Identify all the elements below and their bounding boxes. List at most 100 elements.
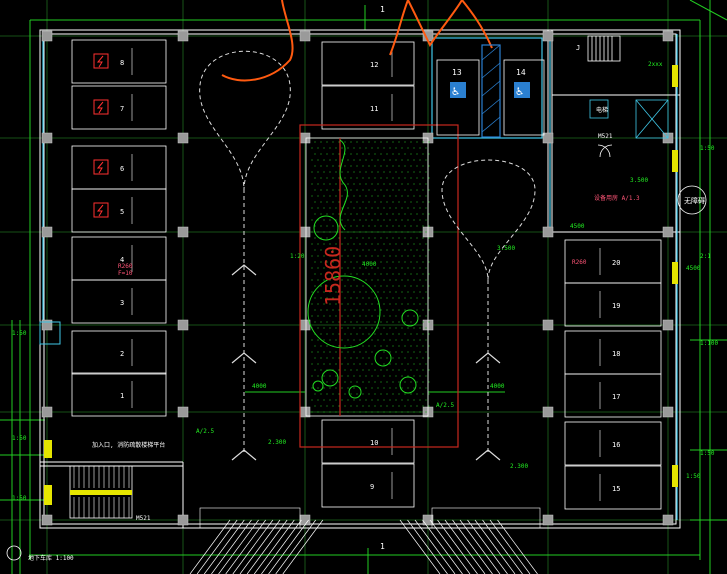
planting-dot <box>377 219 379 221</box>
planting-dot <box>335 195 337 197</box>
planting-dot <box>371 363 373 365</box>
planting-dot <box>317 255 319 257</box>
right-edge-label: 1:100 <box>700 340 718 347</box>
planting-dot <box>311 363 313 365</box>
dim-label: 2.300 <box>510 463 528 470</box>
planting-dot <box>374 381 376 383</box>
planting-dot <box>410 285 412 287</box>
planting-dot <box>344 321 346 323</box>
planting-dot <box>428 357 430 359</box>
planting-dot <box>353 147 355 149</box>
planting-dot <box>368 333 370 335</box>
planting-dot <box>344 357 346 359</box>
planting-dot <box>413 267 415 269</box>
planting-dot <box>338 237 340 239</box>
planting-dot <box>320 309 322 311</box>
planting-dot <box>323 399 325 401</box>
planting-dot <box>419 243 421 245</box>
parking-space-number: 16 <box>612 441 620 449</box>
planting-dot <box>386 177 388 179</box>
planting-dot <box>410 273 412 275</box>
planting-dot <box>332 141 334 143</box>
planting-dot <box>395 255 397 257</box>
planting-dot <box>416 261 418 263</box>
planting-dot <box>359 303 361 305</box>
planting-dot <box>329 159 331 161</box>
column <box>662 319 674 331</box>
planting-dot <box>377 267 379 269</box>
planting-dot <box>428 333 430 335</box>
planting-dot <box>356 381 358 383</box>
ramp-hatch <box>261 519 302 574</box>
planting-dot <box>392 357 394 359</box>
planting-dot <box>323 159 325 161</box>
planting-dot <box>383 351 385 353</box>
stair-note: 加入口, 消防疏散楼梯平台 <box>92 441 165 449</box>
planting-dot <box>353 207 355 209</box>
planting-dot <box>416 141 418 143</box>
planting-dot <box>401 159 403 161</box>
planting-dot <box>362 225 364 227</box>
ramp-hatch <box>422 519 463 574</box>
ramp-hatch <box>218 519 259 574</box>
planting-dot <box>353 279 355 281</box>
planting-dot <box>395 231 397 233</box>
ramp-hatch <box>196 519 238 574</box>
planting-dot <box>359 231 361 233</box>
parking-note-2: F=10 <box>118 270 133 277</box>
planting-dot <box>419 231 421 233</box>
planting-dot <box>377 255 379 257</box>
dim-label: 4000 <box>362 261 377 268</box>
planting-dot <box>356 189 358 191</box>
planting-dot <box>311 339 313 341</box>
planting-dot <box>320 249 322 251</box>
planting-dot <box>368 165 370 167</box>
planting-dot <box>362 321 364 323</box>
planting-dot <box>341 147 343 149</box>
planting-dot <box>347 291 349 293</box>
planting-dot <box>419 255 421 257</box>
planting-dot <box>422 189 424 191</box>
planting-dot <box>362 297 364 299</box>
planting-dot <box>401 231 403 233</box>
planting-dot <box>425 231 427 233</box>
planting-dot <box>371 243 373 245</box>
planting-dot <box>323 291 325 293</box>
planting-dot <box>347 411 349 413</box>
planting-dot <box>347 171 349 173</box>
planting-dot <box>413 363 415 365</box>
planting-dot <box>350 153 352 155</box>
planting-dot <box>407 279 409 281</box>
planting-dot <box>347 255 349 257</box>
planting-dot <box>368 201 370 203</box>
planting-dot <box>323 303 325 305</box>
planting-dot <box>398 177 400 179</box>
planting-dot <box>407 387 409 389</box>
planting-dot <box>425 291 427 293</box>
planting-dot <box>311 159 313 161</box>
planting-dot <box>398 369 400 371</box>
column <box>41 319 53 331</box>
planting-dot <box>329 279 331 281</box>
planting-dot <box>368 405 370 407</box>
planting-dot <box>353 267 355 269</box>
planting-dot <box>341 411 343 413</box>
planting-dot <box>374 297 376 299</box>
planting-dot <box>350 273 352 275</box>
planting-dot <box>344 225 346 227</box>
planting-dot <box>416 333 418 335</box>
planting-dot <box>347 327 349 329</box>
planting-dot <box>359 375 361 377</box>
parking-space-number: 17 <box>612 393 620 401</box>
column <box>662 406 674 418</box>
planting-dot <box>356 177 358 179</box>
planting-dot <box>353 219 355 221</box>
planting-dot <box>323 147 325 149</box>
column <box>41 30 53 42</box>
planting-dot <box>332 153 334 155</box>
planting-dot <box>383 363 385 365</box>
planting-dot <box>350 189 352 191</box>
planting-dot <box>428 153 430 155</box>
planting-dot <box>389 183 391 185</box>
